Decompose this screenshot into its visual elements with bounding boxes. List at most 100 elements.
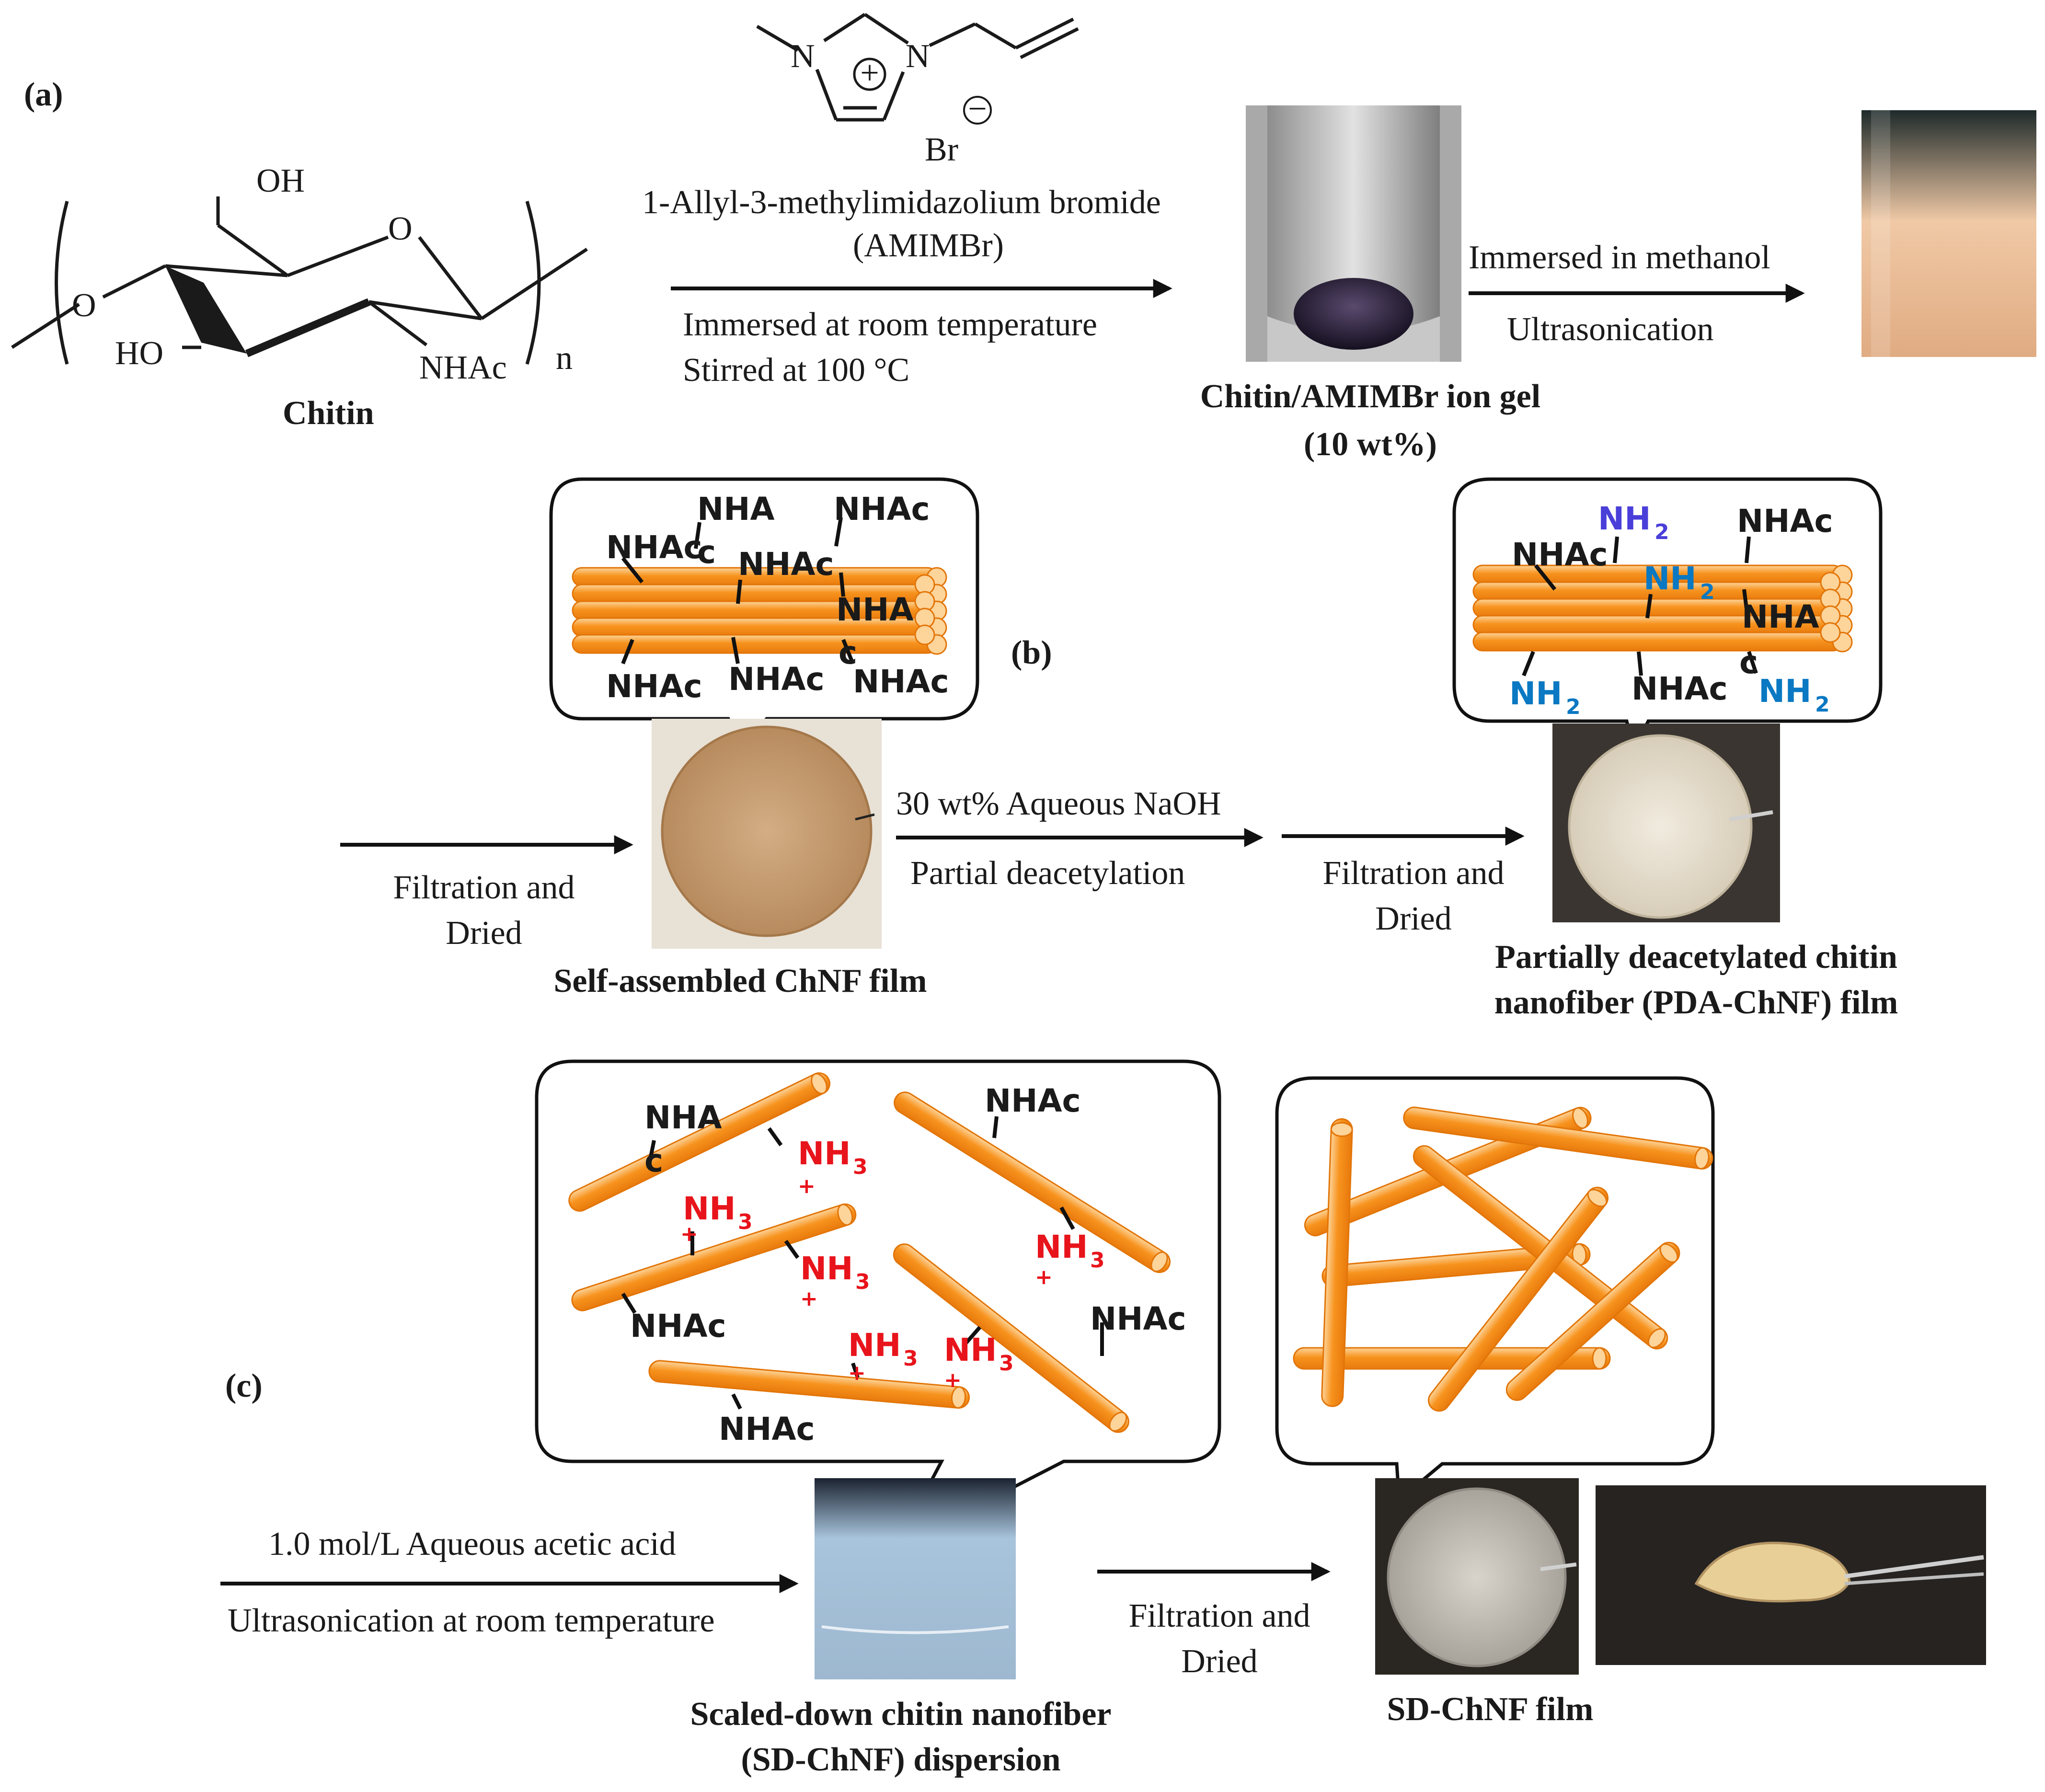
grp-c4: NHAc [719, 1411, 815, 1447]
grp-b3: NHAc [834, 491, 930, 528]
grp-p6-sub: 2 [1566, 695, 1581, 719]
acid-bottom: Ultrasonication at room temperature [228, 1602, 715, 1639]
nh3-group-3: NH 3 + [800, 1250, 870, 1311]
pda-caption-line1: Partially deacetylated chitin [1495, 939, 1897, 976]
panel-label-c: (c) [225, 1367, 263, 1404]
chitin-oh: OH [256, 162, 305, 199]
grp-b1: NHA [697, 491, 775, 528]
nh3-6-sub: 3 [999, 1351, 1014, 1376]
grp-b6: NHAc [606, 668, 702, 705]
dispersion-caption-line2: (SD-ChNF) dispersion [741, 1741, 1060, 1778]
amimbr-n2: N [906, 38, 930, 75]
sd-film-caption: SD-ChNF film [1387, 1691, 1593, 1728]
grp-p4-sub: 2 [1700, 580, 1715, 604]
pda-film-photo [1552, 724, 1780, 922]
nh3-6-plus: + [944, 1368, 962, 1392]
chitin-structure [11, 196, 588, 365]
chnf-dispersion-photo [1861, 110, 2036, 357]
grp-c5: NHAc [1090, 1300, 1186, 1337]
chitin-caption: Chitin [283, 395, 374, 432]
nh3-1: NH [798, 1135, 850, 1172]
panel-label-a: (a) [24, 76, 63, 113]
bond-ticks-dispersion [621, 1116, 1104, 1410]
grp-p8: NH [1758, 673, 1811, 710]
iongel-line2: (10 wt%) [1304, 426, 1437, 463]
filtration3-line2: Dried [1181, 1643, 1257, 1680]
nh3-6: NH [944, 1332, 997, 1368]
amimbr-n1: N [791, 38, 815, 75]
grp-p3: NHAc [1512, 536, 1608, 573]
nh3-3-plus: + [800, 1287, 818, 1311]
nh3-2-sub: 3 [738, 1210, 753, 1234]
sd-chnf-dispersion-photo [815, 1478, 1016, 1679]
nh3-5: NH [848, 1327, 901, 1364]
naoh-top: 30 wt% Aqueous NaOH [896, 785, 1221, 822]
iongel-line1: Chitin/AMIMBr ion gel [1200, 378, 1540, 415]
amimbr-plus: + [860, 55, 879, 92]
nh3-2: NH [683, 1190, 735, 1227]
grp-p8-sub: 2 [1815, 692, 1830, 717]
dispersed-fibers [568, 1072, 1171, 1433]
nh3-3: NH [800, 1250, 853, 1287]
step1-line2: Stirred at 100 °C [683, 352, 909, 389]
nh3-group-2: NH 3 + [680, 1190, 753, 1246]
amimbr-minus: − [968, 91, 987, 127]
grp-c1: NHA [644, 1099, 722, 1136]
nh3-5-sub: 3 [903, 1346, 918, 1371]
grp-c3: NHAc [630, 1308, 726, 1344]
network-fibers [1293, 1106, 1713, 1412]
filtration2-line1: Filtration and [1322, 855, 1504, 892]
amimbr-structure [756, 13, 1079, 122]
nh3-1-sub: 3 [853, 1155, 868, 1179]
chitin-ring-o: O [388, 210, 413, 247]
grp-p4: NH [1643, 560, 1696, 597]
folded-film-photo [1596, 1485, 1986, 1665]
step1-line1: Immersed at room temperature [683, 306, 1097, 343]
nh3-4: NH [1035, 1229, 1088, 1265]
grp-b1-c: c [697, 534, 716, 571]
grp-p6: NH [1509, 675, 1562, 712]
chitin-ho: HO [115, 335, 163, 372]
grp-b4: NHAc [738, 546, 834, 583]
grp-p1-sub: 2 [1654, 520, 1669, 544]
nh3-2-plus: + [680, 1222, 698, 1246]
nh3-1-plus: + [798, 1174, 816, 1198]
grp-p5: NHA [1742, 598, 1819, 635]
nh3-group-1: NH 3 + [798, 1135, 868, 1198]
grp-p2: NHAc [1737, 503, 1833, 540]
nh3-group-4: NH 3 + [1035, 1229, 1105, 1289]
grp-b8: NHAc [853, 663, 949, 700]
bracket-left [55, 201, 69, 365]
fiber-bundle-pda [1472, 564, 1853, 653]
grp-b5: NHA [836, 591, 914, 628]
grp-p1: NH [1598, 500, 1651, 537]
amimbr-name: 1-Allyl-3-methylimidazolium bromide [642, 184, 1161, 221]
grp-p7: NHAc [1631, 670, 1728, 707]
step2-bottom: Ultrasonication [1507, 311, 1714, 348]
grp-b7: NHAc [728, 661, 825, 698]
pda-caption-line2: nanofiber (PDA-ChNF) film [1494, 984, 1898, 1021]
step2-top: Immersed in methanol [1469, 239, 1770, 276]
chitin-n: n [556, 340, 573, 377]
filtration1-line1: Filtration and [393, 869, 574, 906]
naoh-bottom: Partial deacetylation [910, 855, 1185, 892]
filtration3-line1: Filtration and [1128, 1597, 1310, 1634]
nh3-4-plus: + [1035, 1265, 1053, 1289]
nh3-group-6: NH 3 + [944, 1332, 1014, 1392]
bond-ticks-chnf [621, 517, 855, 665]
filtration2-line2: Dried [1375, 900, 1451, 937]
chnf-film-photo [652, 719, 882, 949]
grp-b2: NHAc [606, 529, 702, 566]
acid-top: 1.0 mol/L Aqueous acetic acid [268, 1526, 676, 1562]
dispersion-caption-line1: Scaled-down chitin nanofiber [690, 1696, 1112, 1733]
iongel-photo [1246, 105, 1461, 362]
amimbr-br: Br [925, 131, 958, 168]
amimbr-abbr: (AMIMBr) [853, 227, 1004, 264]
nh3-5-plus: + [848, 1361, 866, 1385]
sd-chnf-film-photo [1375, 1478, 1579, 1675]
amimbr-minus-circle [963, 96, 992, 125]
nh3-3-sub: 3 [855, 1270, 870, 1294]
grp-b5-c: c [839, 634, 857, 671]
panel-label-b: (b) [1011, 634, 1052, 671]
